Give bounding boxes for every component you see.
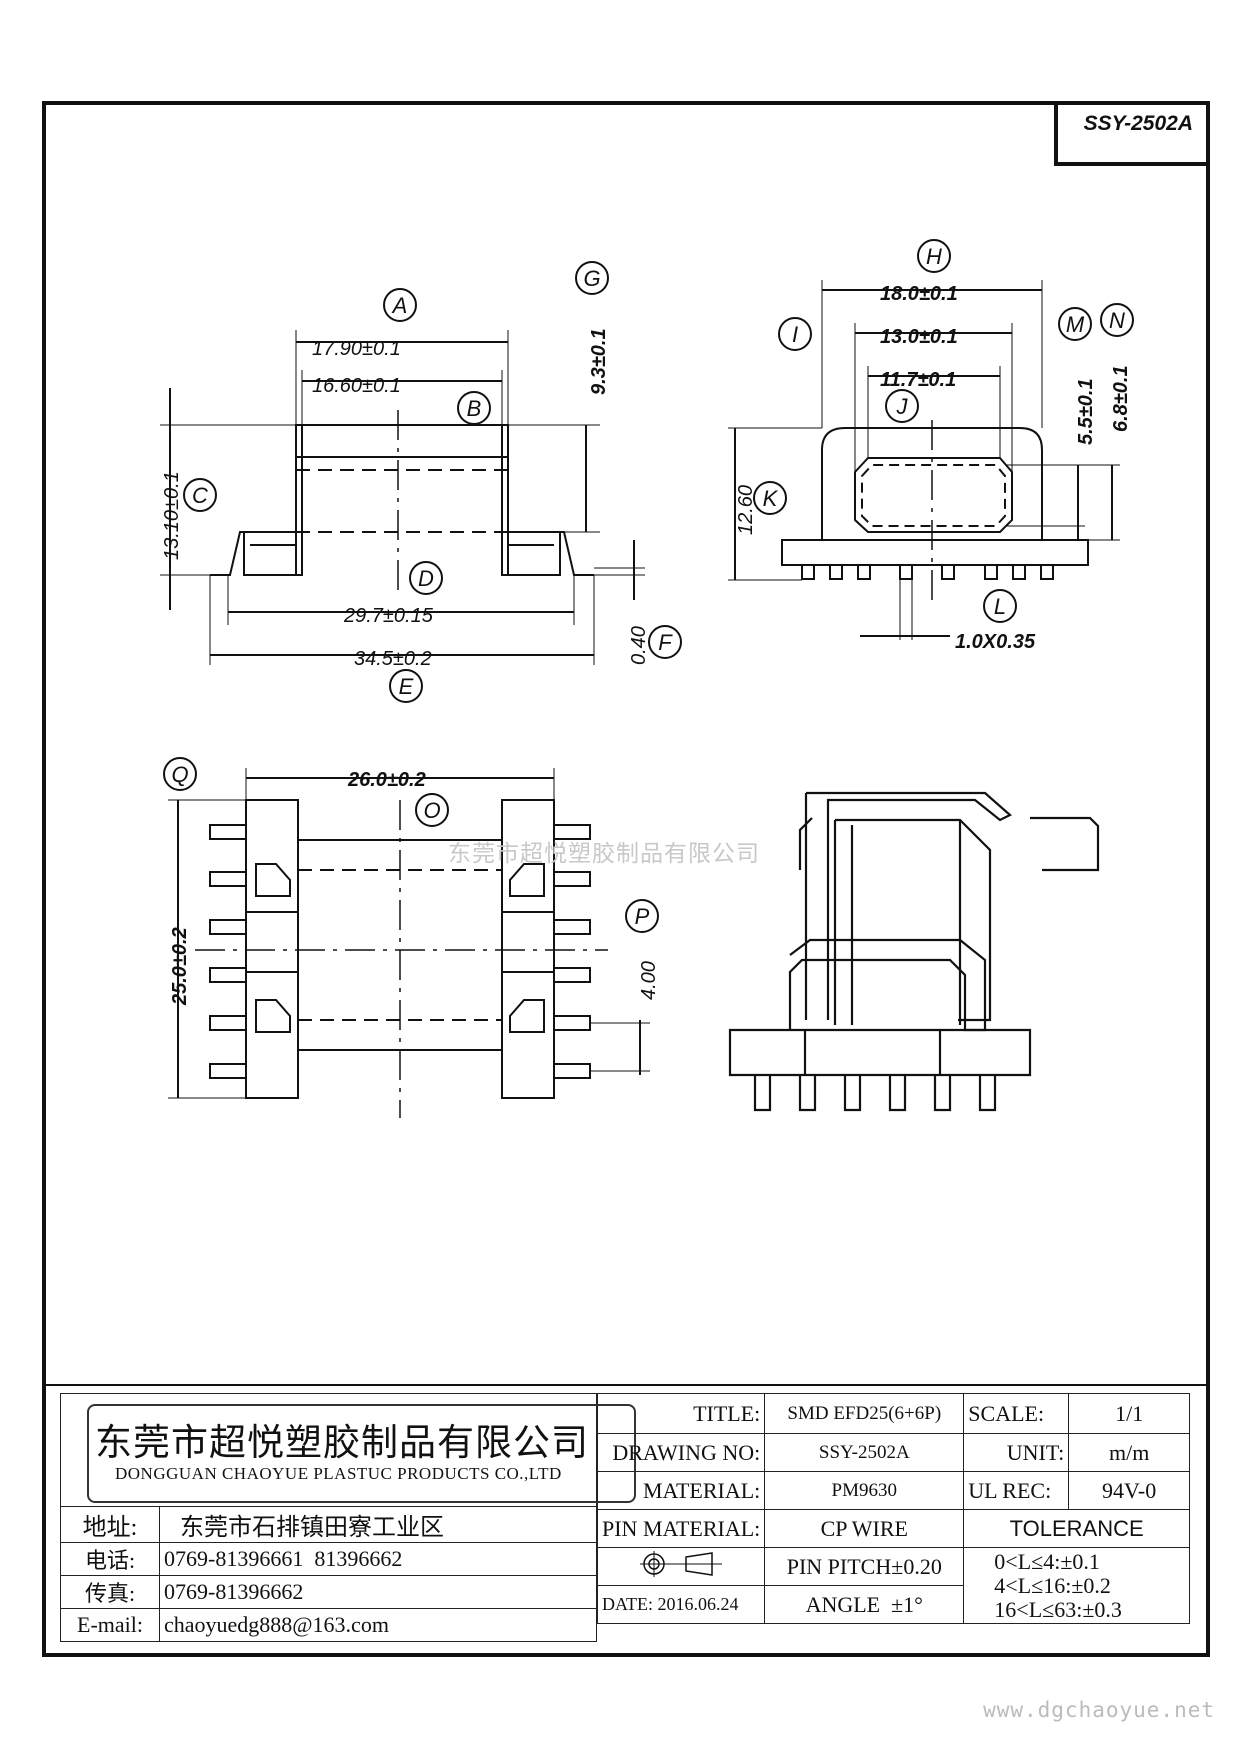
dim-i: 13.0±0.1 xyxy=(880,326,958,348)
label-bubble-c xyxy=(183,478,217,512)
label-letter-g: G xyxy=(583,266,600,291)
label-bubble-k xyxy=(753,481,787,515)
dim-e: 34.5±0.2 xyxy=(354,648,432,670)
label-bubble-o xyxy=(415,793,449,827)
material-label: MATERIAL: xyxy=(596,1471,766,1510)
company-table: 东莞市超悦塑胶制品有限公司 DONGGUAN CHAOYUE PLASTUC P… xyxy=(60,1393,636,1642)
fax-value: 0769-81396662 xyxy=(159,1575,597,1609)
dim-k: 12.60 xyxy=(735,485,757,535)
label-letter-q: Q xyxy=(171,762,188,787)
spec-table: TITLE: SMD EFD25(6+6P) SCALE: 1/1 DRAWIN… xyxy=(596,1393,1190,1624)
pin-material-label: PIN MATERIAL: xyxy=(596,1509,766,1548)
title-label: TITLE: xyxy=(596,1393,766,1434)
label-bubble-n xyxy=(1100,303,1134,337)
label-letter-d: D xyxy=(418,566,434,591)
label-letter-l: L xyxy=(994,594,1006,619)
title-value: SMD EFD25(6+6P) xyxy=(764,1393,965,1434)
unit-value: m/m xyxy=(1068,1433,1190,1472)
label-bubble-f xyxy=(648,625,682,659)
ul-label: UL REC: xyxy=(963,1471,1070,1510)
label-bubble-l xyxy=(983,589,1017,623)
dim-p: 4.00 xyxy=(638,961,660,1000)
tolerance-label: TOLERANCE xyxy=(963,1509,1190,1548)
pin-pitch: PIN PITCH±0.20 xyxy=(764,1547,965,1586)
ul-value: 94V-0 xyxy=(1068,1471,1190,1510)
dim-f: 0.40 xyxy=(628,626,650,665)
bottom-view xyxy=(168,768,650,1118)
label-letter-b: B xyxy=(467,396,482,421)
dim-b: 16.60±0.1 xyxy=(312,375,401,397)
label-letter-p: P xyxy=(635,904,650,929)
tolerance-2: 4<L≤16:±0.2 xyxy=(994,1572,1111,1598)
material-value: PM9630 xyxy=(764,1471,965,1510)
dim-c: 13.10±0.1 xyxy=(161,471,183,560)
code-box xyxy=(1054,101,1210,166)
label-bubble-g xyxy=(575,261,609,295)
company-box: 东莞市超悦塑胶制品有限公司 DONGGUAN CHAOYUE PLASTUC P… xyxy=(87,1404,636,1503)
dim-m: 5.5±0.1 xyxy=(1075,378,1097,445)
dim-l: 1.0X0.35 xyxy=(955,631,1036,653)
label-bubble-h xyxy=(917,239,951,273)
dim-q: 25.0±0.2 xyxy=(169,927,191,1006)
label-letter-n: N xyxy=(1109,308,1125,333)
unit-label: UNIT: xyxy=(963,1433,1070,1472)
phone-value: 0769-81396661 81396662 xyxy=(159,1542,597,1576)
angle-tolerance: ANGLE ±1° xyxy=(764,1585,965,1624)
email-label: E-mail: xyxy=(60,1608,160,1642)
watermark: 东莞市超悦塑胶制品有限公司 xyxy=(448,841,760,867)
drawing-no-value: SSY-2502A xyxy=(764,1433,965,1472)
label-bubble-q xyxy=(163,757,197,791)
pin-material-value: CP WIRE xyxy=(764,1509,965,1548)
date-label: DATE: xyxy=(602,1594,653,1614)
projection-symbol xyxy=(596,1547,766,1586)
label-bubble-a xyxy=(383,288,417,322)
label-letter-k: K xyxy=(763,486,779,511)
website-url: www.dgchaoyue.net xyxy=(983,1698,1215,1722)
label-letter-a: A xyxy=(391,293,408,318)
label-letter-i: I xyxy=(792,322,798,347)
dim-a: 17.90±0.1 xyxy=(312,338,401,360)
label-letter-f: F xyxy=(658,630,673,655)
front-view xyxy=(160,330,645,665)
dim-g: 9.3±0.1 xyxy=(588,328,610,395)
label-bubble-i xyxy=(778,317,812,351)
drawing-no-label: DRAWING NO: xyxy=(596,1433,766,1472)
dim-j: 11.7±0.1 xyxy=(880,369,956,391)
label-letter-j: J xyxy=(896,394,909,419)
address-value: 东莞市石排镇田寮工业区 xyxy=(159,1506,597,1543)
label-bubble-j xyxy=(885,389,919,423)
label-letter-m: M xyxy=(1066,312,1085,337)
projection-icon xyxy=(640,1550,723,1577)
dim-o: 26.0±0.2 xyxy=(347,769,426,791)
company-name-en: DONGGUAN CHAOYUE PLASTUC PRODUCTS CO.,LT… xyxy=(115,1464,562,1483)
dim-h: 18.0±0.1 xyxy=(880,283,958,305)
label-letter-e: E xyxy=(399,674,414,699)
scale-label: SCALE: xyxy=(963,1393,1070,1434)
label-bubble-d xyxy=(409,561,443,595)
email-value: chaoyuedg888@163.com xyxy=(159,1608,597,1642)
isometric-view xyxy=(728,791,1100,1112)
label-letter-c: C xyxy=(192,483,208,508)
outer-frame xyxy=(42,101,1210,1657)
tolerance-3: 16<L≤63:±0.3 xyxy=(994,1596,1122,1622)
side-view xyxy=(728,280,1120,640)
label-bubble-m xyxy=(1058,307,1092,341)
label-bubble-b xyxy=(457,391,491,425)
fax-label: 传真: xyxy=(60,1575,160,1609)
address-label: 地址: xyxy=(60,1506,160,1543)
drawing-code: SSY-2502A xyxy=(1083,112,1193,135)
scale-value: 1/1 xyxy=(1068,1393,1190,1434)
date-value: 2016.06.24 xyxy=(657,1594,739,1614)
label-letter-o: O xyxy=(423,798,440,823)
dim-n: 6.8±0.1 xyxy=(1110,365,1132,432)
label-bubble-e xyxy=(389,669,423,703)
dim-d: 29.7±0.15 xyxy=(343,605,434,627)
tolerance-1: 0<L≤4:±0.1 xyxy=(994,1548,1100,1574)
phone-label: 电话: xyxy=(60,1542,160,1576)
title-block: 东莞市超悦塑胶制品有限公司 DONGGUAN CHAOYUE PLASTUC P… xyxy=(60,1393,1190,1643)
label-letter-h: H xyxy=(926,244,942,269)
company-name-cn: 东莞市超悦塑胶制品有限公司 xyxy=(95,1423,589,1464)
label-bubble-p xyxy=(625,899,659,933)
